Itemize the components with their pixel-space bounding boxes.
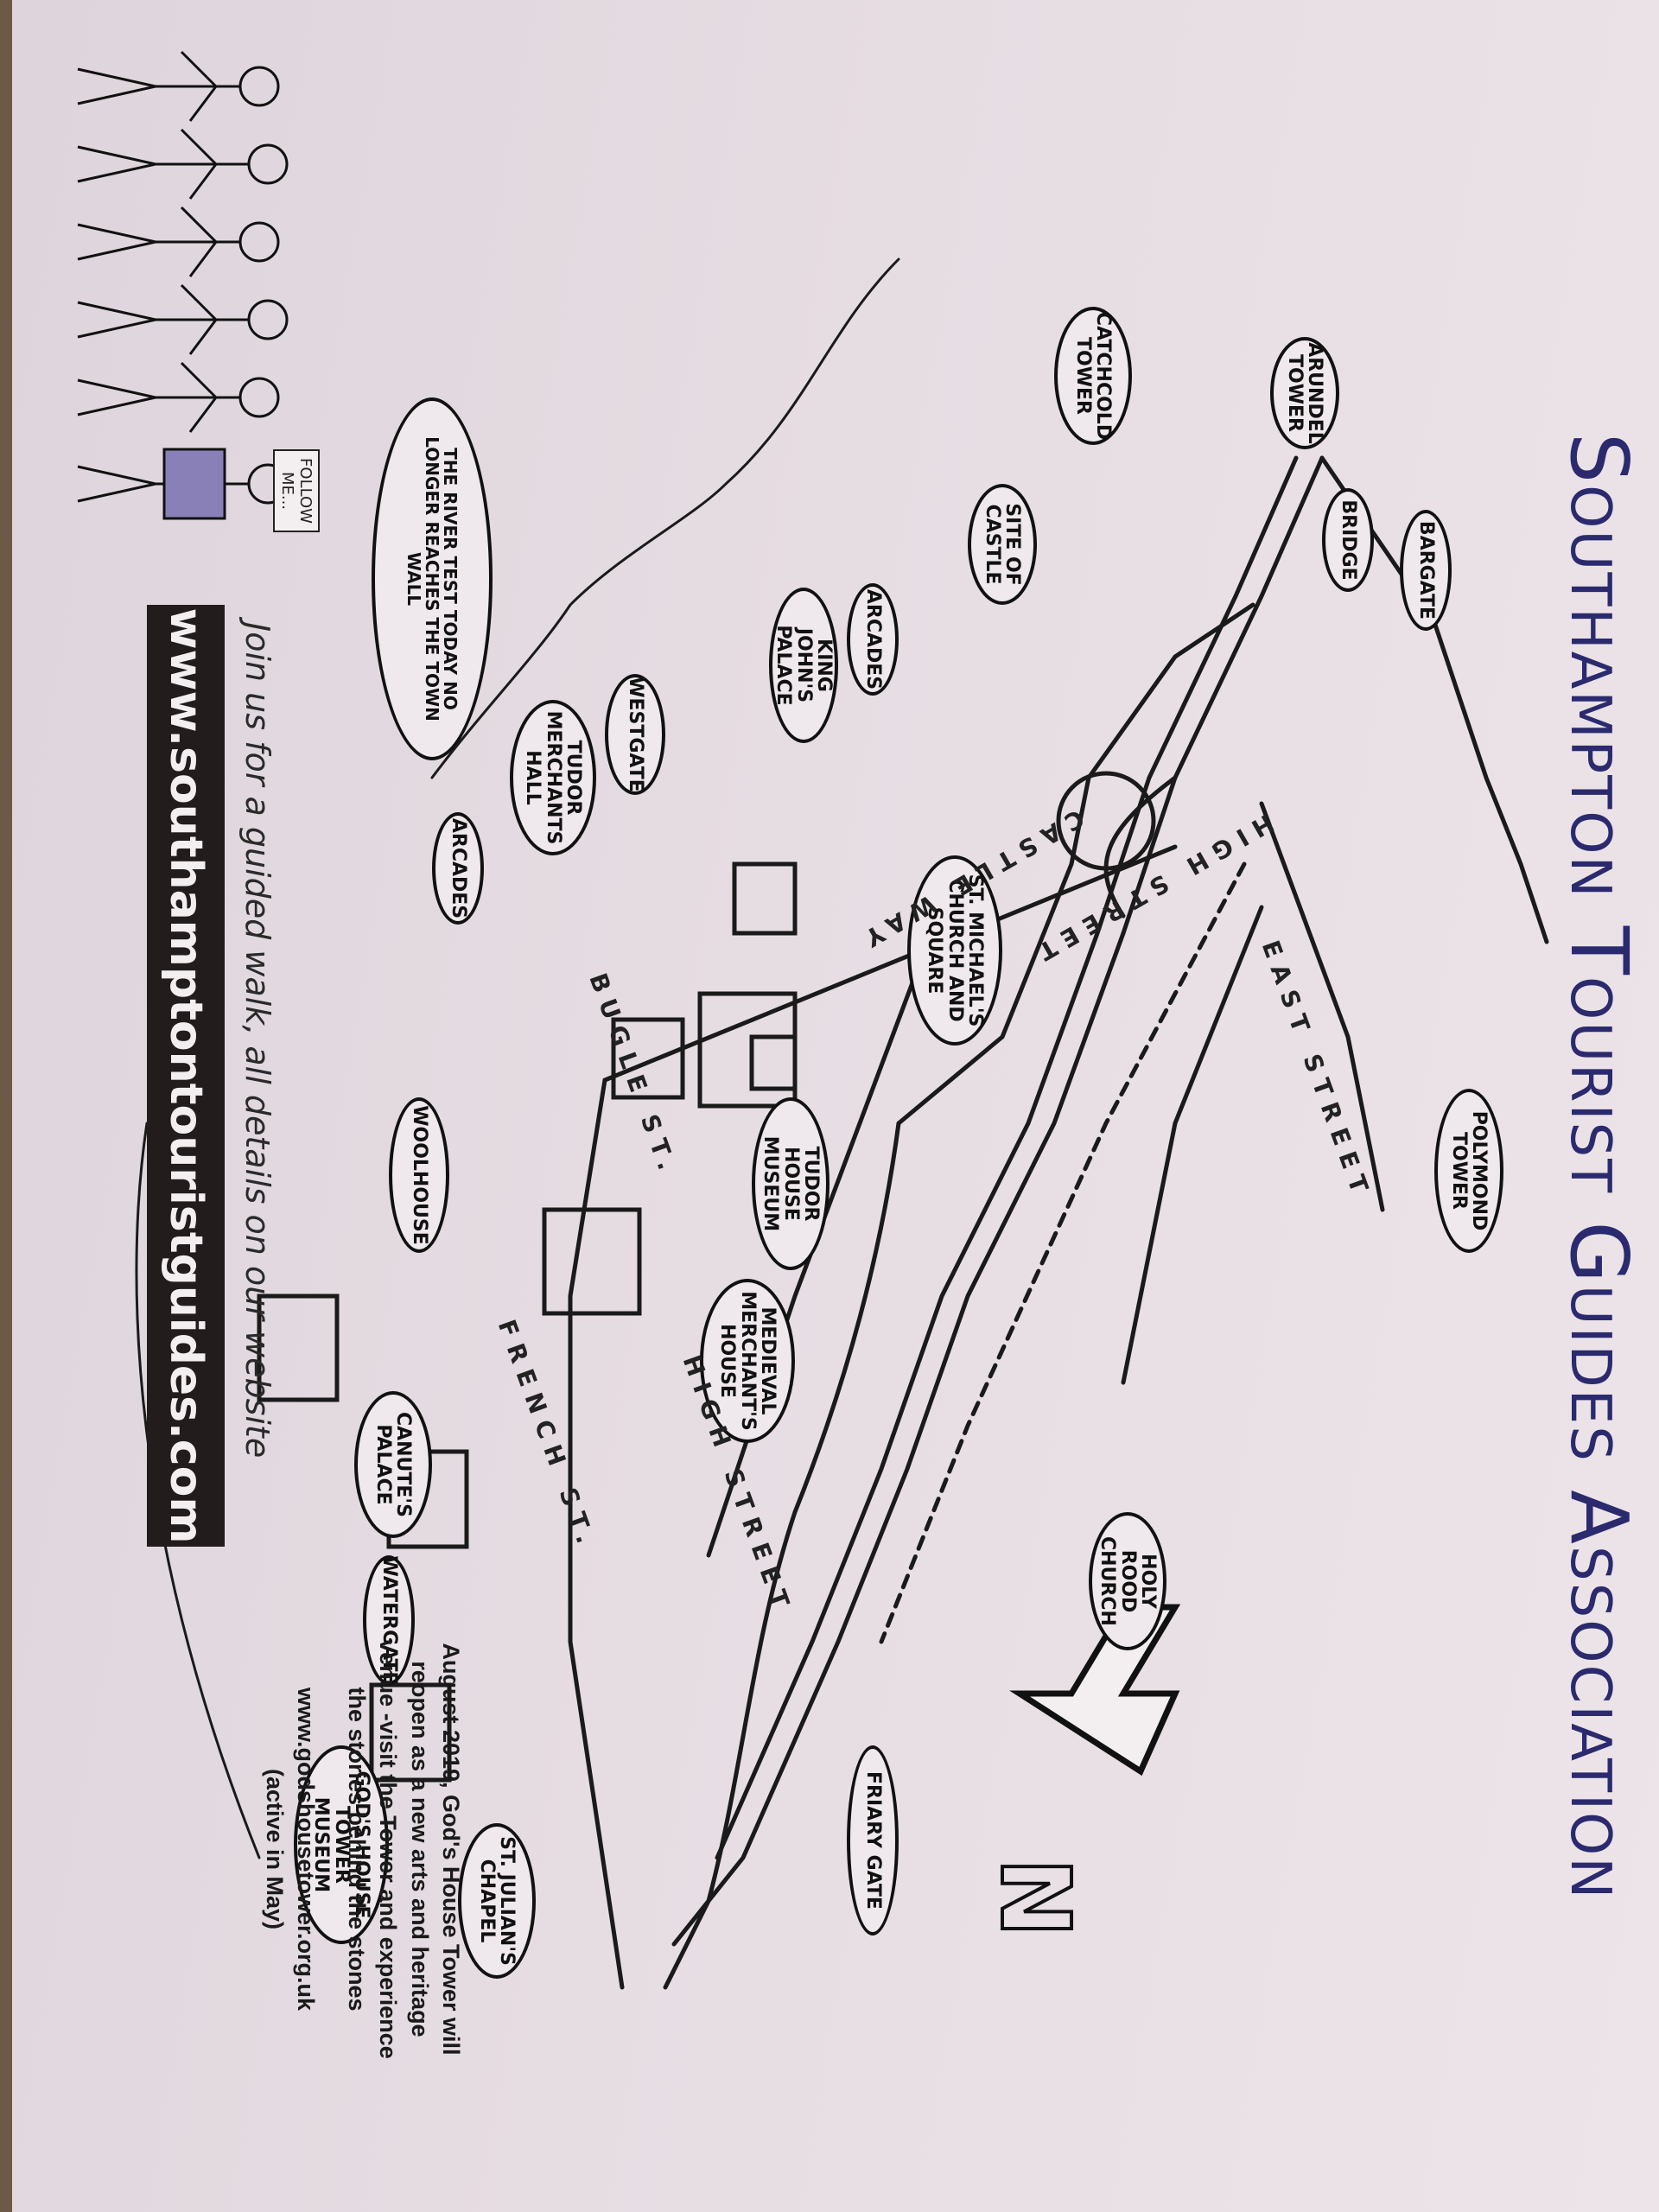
label-polymond-tower: Polymond Tower	[1434, 1089, 1503, 1253]
label-arundel-tower: Arundel Tower	[1270, 337, 1339, 449]
label-friary-gate: Friary Gate	[847, 1745, 899, 1936]
note-text: August 2019, God's House Tower will reop…	[343, 1639, 464, 2059]
label-tudor-house-museum: Tudor House Museum	[752, 1097, 830, 1270]
south-west-wall	[663, 1121, 901, 1990]
label-woolhouse: Woolhouse	[389, 1097, 449, 1253]
label-canutes-palace: Canute's Palace	[354, 1391, 432, 1538]
east-town-wall	[671, 455, 1325, 1947]
note-active: (active in May)	[261, 1768, 288, 1930]
rotated-leaflet: Southampton Tourist Guides Association	[12, 0, 1659, 2212]
label-catchcold-tower: Catchcold Tower	[1054, 307, 1132, 445]
label-river-test: The River Test today no longer reaches t…	[372, 397, 493, 760]
north-town-wall	[1319, 455, 1549, 944]
join-text: Join us for a guided walk, all details o…	[238, 622, 276, 1459]
east-street-line	[1259, 801, 1385, 1212]
label-king-johns-palace: King John's Palace	[769, 588, 838, 743]
north-letter: N	[980, 1858, 1090, 1937]
walking-group-illustration	[77, 50, 289, 520]
label-bridge: Bridge	[1322, 488, 1374, 592]
west-town-wall	[896, 602, 1255, 1126]
leaflet-page: Southampton Tourist Guides Association	[12, 0, 1659, 2212]
website-banner[interactable]: www.southamptontouristguides.com	[147, 605, 225, 1547]
label-westgate: Westgate	[605, 674, 665, 795]
note-website[interactable]: www.godshousetower.org.uk	[293, 1687, 320, 2012]
label-st-julians-chapel: St. Julian's Chapel	[458, 1823, 536, 1979]
label-site-of-castle: Site of Castle	[968, 484, 1037, 605]
label-bargate: Bargate	[1400, 510, 1452, 631]
label-arcades-top: Arcades	[847, 583, 899, 696]
label-holy-rood-church: Holy Rood Church	[1089, 1512, 1166, 1650]
label-tudor-merchants-hall: Tudor Merchants Hall	[510, 700, 596, 855]
gods-house-tower-note: August 2019, God's House Tower will reop…	[258, 1633, 467, 2065]
follow-me-sign: FOLLOW ME...	[273, 449, 320, 532]
label-arcades-bottom: Arcades	[432, 812, 484, 925]
